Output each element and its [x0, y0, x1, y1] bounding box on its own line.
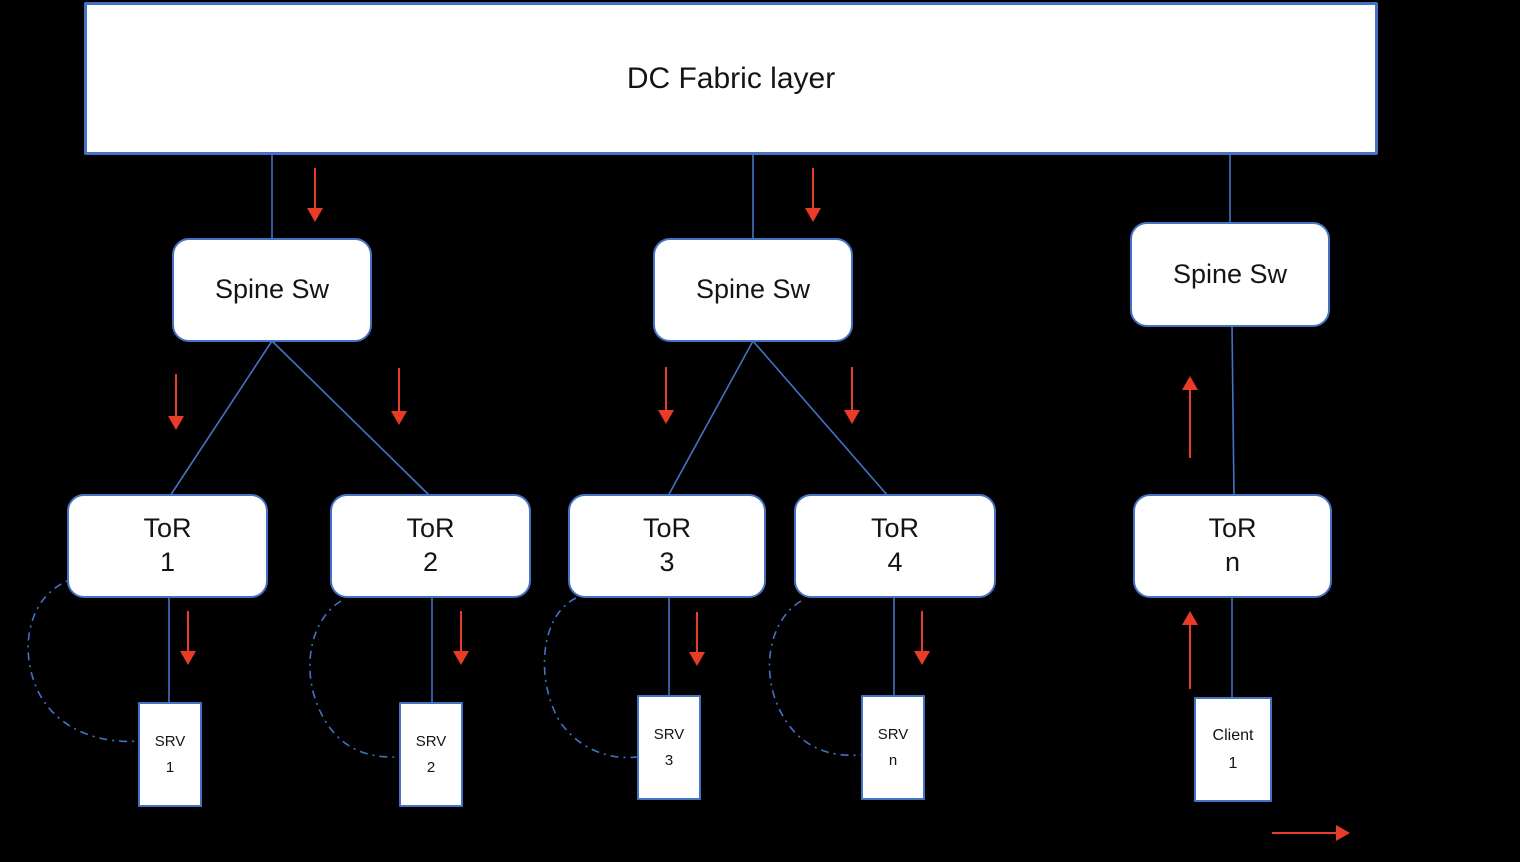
spine-switch-3-label: Spine Sw — [1172, 258, 1288, 289]
tor-switch-n-id: n — [1224, 547, 1241, 577]
server-n: SRV n — [861, 695, 925, 800]
client-1-id: 1 — [1228, 754, 1238, 772]
tor-switch-3-name: ToR — [642, 513, 691, 544]
tor-switch-4-name: ToR — [870, 513, 919, 544]
server-1-id: 1 — [165, 758, 175, 776]
loopback-tor1-srv1 — [27, 576, 139, 743]
tor-switch-4: ToR 4 — [794, 494, 996, 598]
client-1: Client 1 — [1194, 697, 1272, 802]
server-1-name: SRV — [154, 733, 186, 750]
tor-switch-1-name: ToR — [143, 513, 192, 544]
down-arrow-spine1-tor2 — [391, 368, 407, 425]
server-n-name: SRV — [877, 726, 909, 743]
spine-switch-3: Spine Sw — [1130, 222, 1330, 327]
tor-switch-2: ToR 2 — [330, 494, 531, 598]
link-spine3-to-torn — [1231, 325, 1235, 497]
down-arrow-tor3-srv3 — [689, 612, 705, 666]
down-arrow-spine1-tor1 — [168, 374, 184, 430]
tor-switch-n: ToR n — [1133, 494, 1332, 598]
right-arrow-legend — [1272, 825, 1350, 841]
tor-switch-2-id: 2 — [422, 547, 439, 577]
server-2-id: 2 — [426, 758, 436, 776]
link-spine2-to-tor4 — [752, 340, 889, 497]
server-2: SRV 2 — [399, 702, 463, 807]
client-1-name: Client — [1212, 727, 1254, 745]
spine-switch-1-label: Spine Sw — [214, 274, 330, 305]
link-spine2-to-tor3 — [667, 340, 754, 497]
down-arrow-fabric-spine2 — [805, 168, 821, 222]
tor-switch-2-name: ToR — [406, 513, 455, 544]
tor-switch-3-id: 3 — [659, 547, 675, 577]
server-n-id: n — [888, 751, 898, 769]
tor-switch-4-id: 4 — [887, 547, 903, 577]
tor-switch-1: ToR 1 — [67, 494, 268, 598]
server-3-name: SRV — [653, 726, 685, 743]
up-arrow-torn-spine3 — [1182, 376, 1198, 458]
dc-fabric-layer-box: DC Fabric layer — [84, 2, 1378, 155]
loopback-tor3-srv3 — [543, 597, 638, 759]
server-3-id: 3 — [664, 751, 674, 769]
loopback-tor2-srv2 — [309, 600, 400, 758]
server-1: SRV 1 — [138, 702, 202, 807]
server-2-name: SRV — [415, 733, 447, 750]
loopback-tor4-srvn — [768, 600, 862, 757]
down-arrow-tor2-srv2 — [453, 611, 469, 665]
tor-switch-n-name: ToR — [1208, 513, 1257, 544]
down-arrow-spine2-tor4 — [844, 367, 860, 424]
spine-switch-2-label: Spine Sw — [695, 274, 811, 305]
spine-switch-1: Spine Sw — [172, 238, 372, 342]
link-spine1-to-tor2 — [271, 340, 431, 497]
server-3: SRV 3 — [637, 695, 701, 800]
down-arrow-spine2-tor3 — [658, 367, 674, 424]
link-spine1-to-tor1 — [169, 340, 273, 497]
tor-switch-3: ToR 3 — [568, 494, 766, 598]
up-arrow-client1-torn — [1182, 611, 1198, 689]
down-arrow-fabric-spine1 — [307, 168, 323, 222]
down-arrow-tor1-srv1 — [180, 611, 196, 665]
tor-switch-1-id: 1 — [159, 547, 176, 577]
down-arrow-tor4-srvn — [914, 611, 930, 665]
dc-fabric-layer-label: DC Fabric layer — [626, 61, 836, 95]
spine-switch-2: Spine Sw — [653, 238, 853, 342]
